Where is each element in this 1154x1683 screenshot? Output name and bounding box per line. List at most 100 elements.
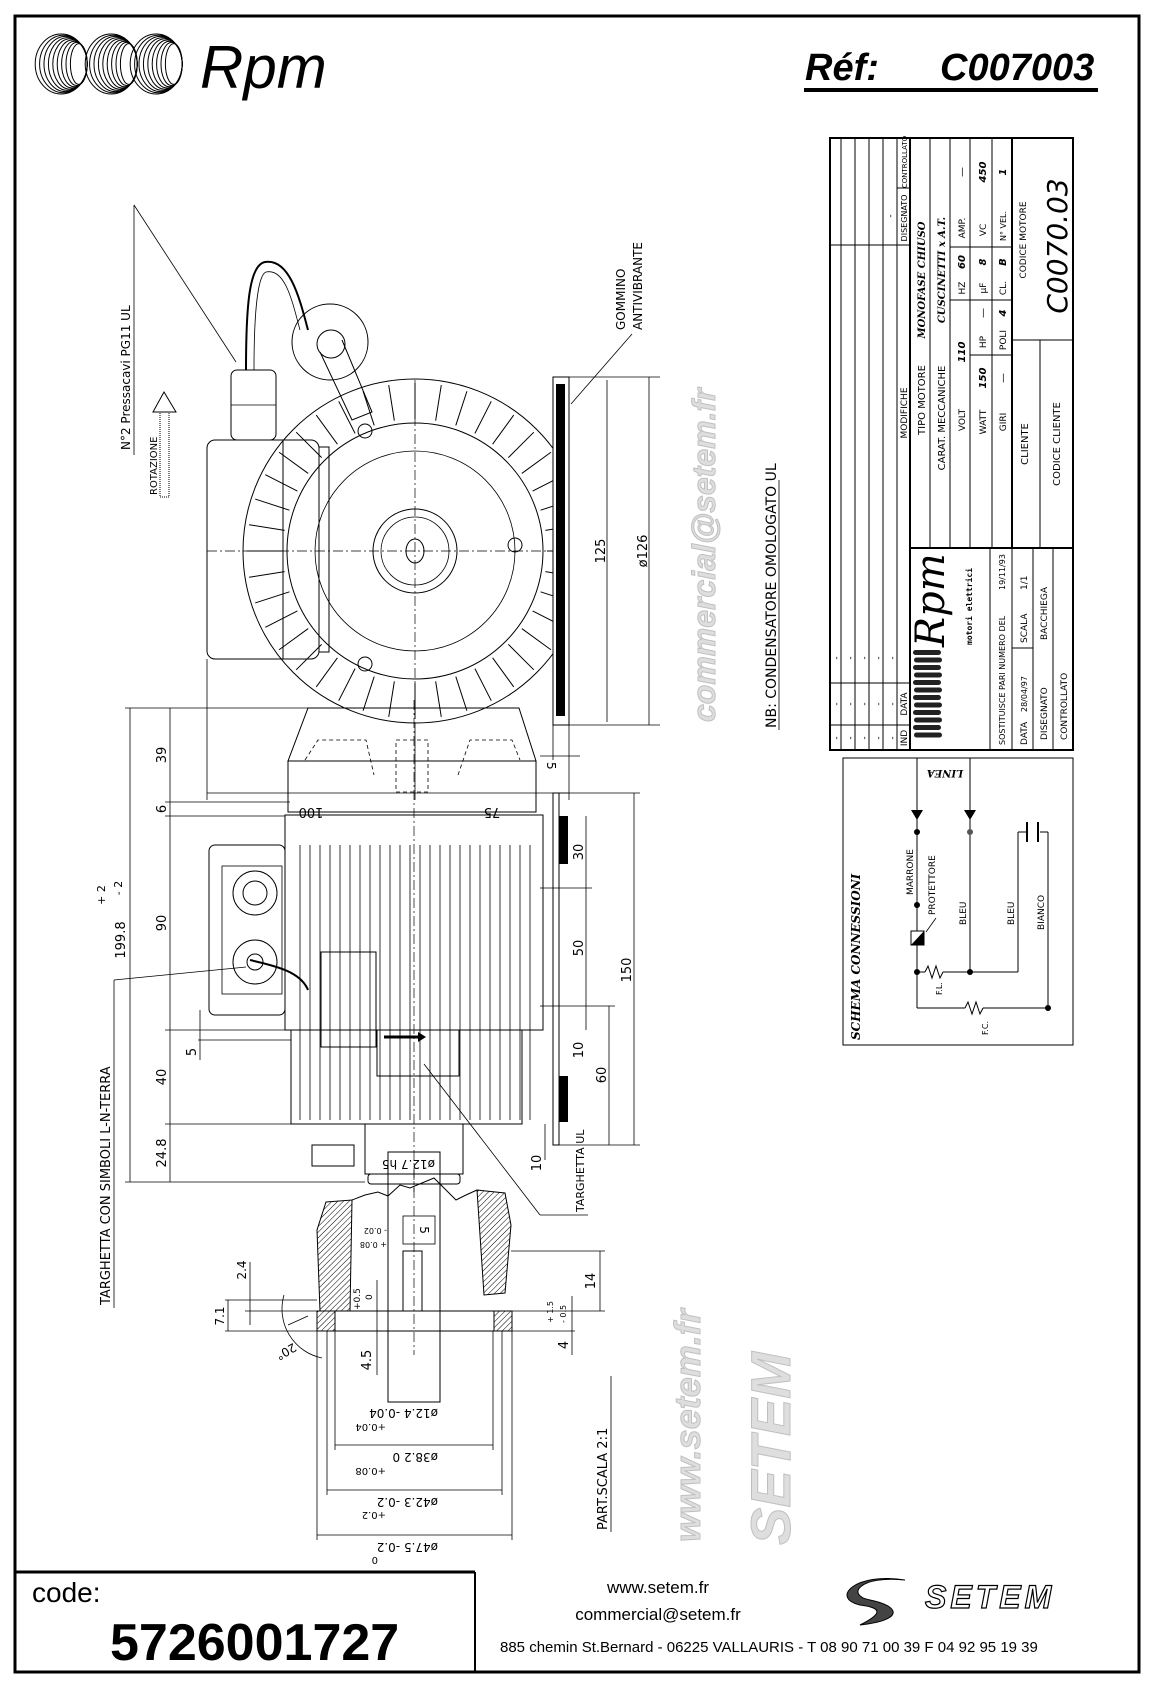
cooling-fin — [362, 676, 375, 711]
brand-name: Rpm — [200, 34, 327, 101]
dim-diameter-126: ø126 — [636, 535, 651, 568]
disegnato-name: BACCHIEGA — [1040, 586, 1050, 640]
cooling-fin — [388, 681, 395, 718]
cooling-fin — [388, 384, 395, 421]
spring-logo-coil — [913, 695, 941, 700]
bleu-label-1: BLEU — [959, 902, 969, 925]
nameplate-note: TARGHETTA CON SIMBOLI L-N-TERRA — [99, 1066, 114, 1306]
dim-42-3: ø42.3 -0.2 — [377, 1495, 438, 1509]
dim-47-5: ø47.5 -0.2 — [377, 1540, 438, 1554]
dim-key-5: 5 — [417, 1226, 431, 1234]
mounting-plate — [552, 376, 570, 726]
tol-minus-05: - 0.5 — [559, 1305, 568, 1323]
revision-modifiche: - — [860, 656, 870, 659]
reference: Réf: C007003 — [804, 47, 1098, 92]
cl-label: CL. — [999, 281, 1009, 295]
title-logo-sub: motori elettrici — [964, 568, 974, 645]
nvel-label: N° VEL. — [999, 211, 1008, 241]
sostituisce-date: 19/11/93 — [998, 554, 1007, 590]
cooling-fin — [540, 505, 553, 511]
scala-label: SCALA — [1020, 613, 1030, 643]
cooling-fin — [540, 591, 553, 597]
cooling-fin — [248, 524, 285, 531]
shaft-detail: ø12.7 h5 5 + 0.08 - 0.02 7.1 2.4 20° +0.… — [213, 1151, 612, 1565]
spring-logo-coil — [914, 657, 942, 663]
cooling-fin — [492, 414, 515, 445]
dim-60: 60 — [595, 1067, 610, 1084]
capacitor-note: NB: CONDENSATORE OMOLOGATO UL — [764, 463, 780, 728]
sheet-border — [13, 14, 1141, 1674]
rubber-pad-top — [559, 816, 568, 864]
cooling-fin — [295, 643, 323, 671]
title-block: MODIFICHE DISEGNATO CONTROLLATO DATA IND… — [829, 135, 1074, 751]
cooling-fin — [265, 610, 298, 628]
rev-header-ind: IND — [900, 730, 910, 746]
watermark-brand: SETEM — [739, 1351, 802, 1545]
dim-30: 30 — [572, 844, 587, 861]
setem-logo: SETEM — [846, 1578, 1055, 1626]
cooling-fin — [315, 414, 338, 445]
footer-website: www.setem.fr — [606, 1578, 709, 1597]
revision-modifiche: - — [888, 656, 898, 659]
schema-title: SCHEMA CONNESSIONI — [849, 873, 863, 1040]
dim-42-3-tol: +0.2 — [362, 1509, 386, 1520]
data-value: 28/04/97 — [1020, 676, 1029, 712]
dim-24-8: 24.8 — [155, 1139, 170, 1168]
vc-label: VC — [979, 224, 989, 236]
part-scale-label: PART.SCALA 2:1 — [596, 1428, 611, 1530]
cooling-fin — [455, 676, 468, 711]
motor-front-view: 100 75 5 125 ø126 N°2 Pressacavi PG11 UL… — [119, 204, 780, 819]
revision-data: - — [832, 702, 842, 705]
rpm-logo: Rpm — [34, 33, 327, 101]
hz-value: 60 — [957, 255, 968, 269]
data-label: DATA — [1020, 721, 1030, 745]
dim-14: 14 — [584, 1273, 599, 1290]
ref-label: Réf: — [805, 47, 879, 89]
uf-label: µF — [979, 283, 989, 294]
dim-47-5-tol: 0 — [372, 1554, 378, 1565]
controllato-label: CONTROLLATO — [1060, 673, 1070, 740]
footer-email: commercial@setem.fr — [575, 1605, 741, 1624]
protettore-label: PROTETTORE — [928, 855, 938, 915]
cooling-fin — [435, 681, 442, 718]
setem-brand: SETEM — [925, 1579, 1055, 1615]
revision-data: - — [888, 702, 898, 705]
fl-label: F.L. — [935, 982, 944, 995]
revision-data: - — [874, 702, 884, 705]
giri-label: GIRI — [999, 413, 1009, 432]
cooling-fin — [315, 657, 338, 688]
spring-logo-coil — [913, 725, 941, 730]
cooling-fin — [532, 610, 553, 622]
rubber-pad-bottom — [559, 1076, 568, 1122]
rev-header-data: DATA — [900, 692, 910, 716]
spring-logo-coil — [914, 717, 942, 723]
total-tol-minus: - 2 — [112, 881, 125, 895]
spring-logo-coil — [914, 687, 942, 693]
revision-modifiche: - — [874, 656, 884, 659]
poli-label: POLI — [999, 330, 1009, 350]
cooling-fin — [338, 668, 356, 701]
connection-schema: SCHEMA CONNESSIONI LINEA MARRONE PROTETT… — [842, 757, 1074, 1046]
rev-header-modifiche: MODIFICHE — [900, 387, 910, 438]
vc-value: 450 — [978, 162, 989, 184]
tol-zero: 0 — [365, 1294, 375, 1300]
linea-label: LINEA — [927, 767, 964, 778]
cooling-fin — [362, 391, 375, 426]
codice-cliente-label: CODICE CLIENTE — [1052, 402, 1063, 486]
spring-logo-ring — [69, 43, 88, 85]
dim-7-1: 7.1 — [213, 1306, 227, 1325]
dim-40: 40 — [155, 1069, 170, 1086]
scala-value: 1/1 — [1020, 576, 1030, 590]
rubber-label-1: GOMMINO — [614, 269, 628, 330]
marrone-label: MARRONE — [906, 849, 916, 895]
watermark: commercial@setem.fr www.setem.fr SETEM — [667, 386, 803, 1545]
carat-label: CARAT. MECCANICHE — [937, 366, 948, 471]
terminal-box — [208, 844, 286, 1016]
rev-header-disegnato: DISEGNATO — [900, 195, 909, 242]
cooling-fin — [521, 628, 552, 651]
cooling-fin — [507, 431, 535, 459]
fc-label: F.C. — [981, 1021, 990, 1035]
dim-shaft-diameter: ø12.7 h5 — [382, 1157, 435, 1171]
cooling-fin — [532, 480, 553, 492]
